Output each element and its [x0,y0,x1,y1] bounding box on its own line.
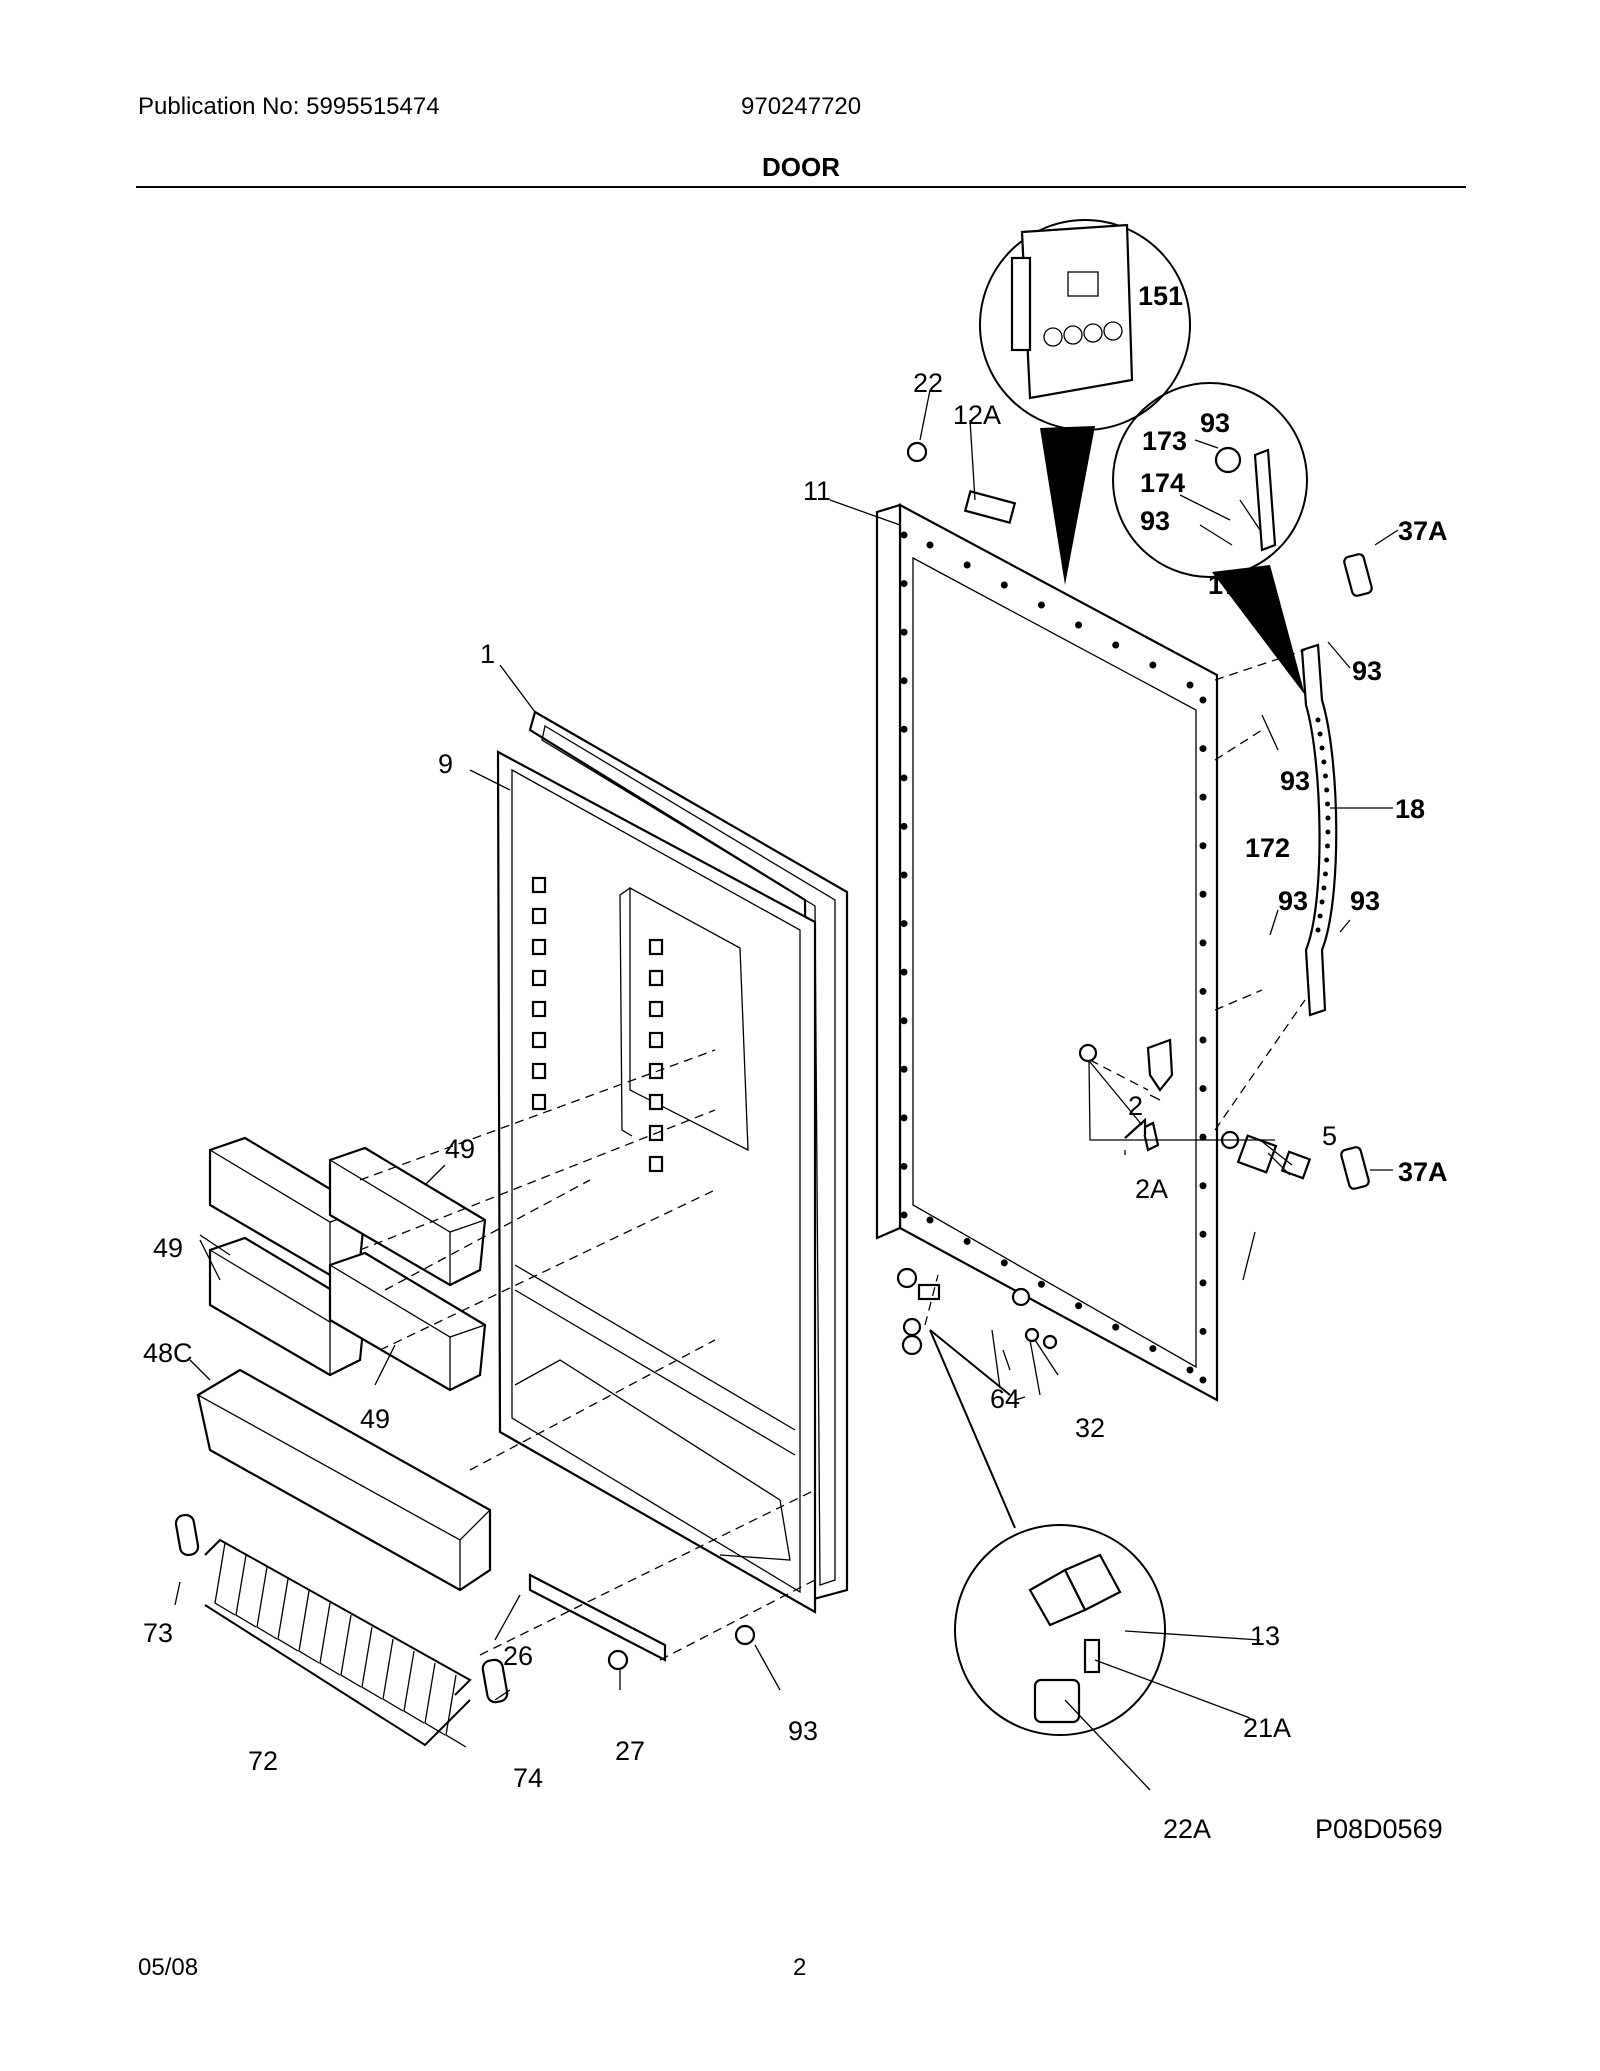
door-bins [196,1136,492,1592]
callout-172-handle: 172 [1245,833,1290,863]
callout-49-top: 49 [445,1134,475,1164]
callout-93-handle-top: 93 [1352,656,1382,686]
callout-1: 1 [480,639,495,669]
page-number: 2 [793,1954,807,1981]
callout-2: 2 [1128,1091,1143,1121]
callout-172-inset: 172 [1208,570,1253,600]
wire-shelf [204,1538,472,1748]
callout-12a: 12A [953,400,1001,430]
callout-49-left: 49 [153,1233,183,1263]
callout-151: 151 [1138,281,1183,311]
callout-22: 22 [913,368,943,398]
door-handle [1300,643,1338,1017]
callout-37a-top: 37A [1398,516,1448,546]
callout-72: 72 [248,1746,278,1776]
callout-18: 18 [1395,794,1425,824]
callout-37a-bottom: 37A [1398,1157,1448,1187]
callout-93-inset-top: 93 [1200,408,1230,438]
callout-93-handle-low-left: 93 [1278,886,1308,916]
header-divider [136,186,1466,188]
callout-22a: 22A [1163,1814,1211,1844]
callout-26: 26 [503,1641,533,1671]
callout-93-inset-mid: 93 [1140,506,1170,536]
figure-id: P08D0569 [1315,1814,1443,1844]
callout-2a: 2A [1135,1174,1168,1204]
publication-number: Publication No: 5995515474 [138,93,440,120]
leader-lines [174,389,1399,1791]
hinge-detail-inset [1112,382,1308,695]
callout-74: 74 [513,1763,543,1793]
section-title: DOOR [762,152,840,182]
callout-64: 64 [990,1384,1020,1414]
callout-labels: 1 9 11 12A 22 151 173 93 174 93 172 37A … [143,281,1448,1844]
small-parts [174,441,1373,1704]
callout-173: 173 [1142,426,1187,456]
callout-93-handle-left: 93 [1280,766,1310,796]
inner-door-liner [496,750,817,1614]
callout-9: 9 [438,749,453,779]
callout-27: 27 [615,1736,645,1766]
callout-13: 13 [1250,1621,1280,1651]
callout-21a: 21A [1243,1713,1291,1743]
footer-date: 05/08 [138,1954,199,1981]
control-panel-inset [979,219,1191,585]
callout-73: 73 [143,1618,173,1648]
callout-49-bottom: 49 [360,1404,390,1434]
callout-48c: 48C [143,1338,193,1368]
callout-5: 5 [1322,1121,1337,1151]
callout-93-handle-low-right: 93 [1350,886,1380,916]
model-number: 970247720 [741,93,862,120]
callout-174: 174 [1140,468,1185,498]
callout-93-bottom: 93 [788,1716,818,1746]
hinge-bracket-inset [929,1329,1166,1736]
callout-32: 32 [1075,1413,1105,1443]
callout-11: 11 [803,476,831,506]
outer-door-panel [875,503,1219,1402]
